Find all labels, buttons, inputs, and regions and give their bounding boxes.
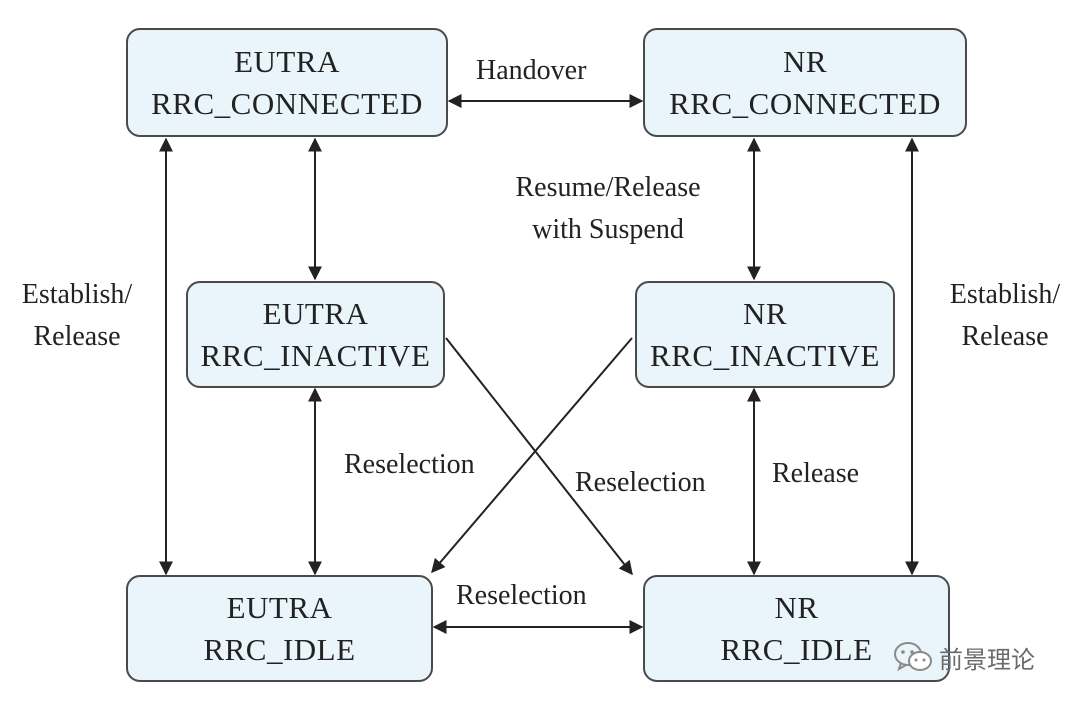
label-handover: Handover: [476, 55, 587, 86]
state-eutra-inactive-line2: RRC_INACTIVE: [200, 337, 431, 373]
state-eutra-connected-line1: EUTRA: [234, 43, 340, 79]
label-resume-release-line2: with Suspend: [532, 214, 684, 245]
state-nr-rrc-idle: NR RRC_IDLE: [643, 575, 950, 682]
state-nr-idle-line1: NR: [774, 589, 819, 625]
state-eutra-idle-line1: EUTRA: [226, 589, 333, 625]
state-nr-connected-line2: RRC_CONNECTED: [669, 85, 941, 121]
state-eutra-rrc-idle: EUTRA RRC_IDLE: [126, 575, 433, 682]
label-establish-right-line1: Establish/: [949, 279, 1061, 310]
label-release-nr: Release: [772, 458, 860, 489]
state-eutra-idle-line2: RRC_IDLE: [203, 631, 356, 667]
label-establish-right-line2: Release: [961, 321, 1049, 352]
label-establish-release-right: Establish/ Release: [930, 274, 1080, 358]
wechat-icon: [894, 642, 932, 672]
label-reselection-cross: Reselection: [575, 467, 706, 498]
label-establish-left-line2: Release: [33, 321, 121, 352]
state-nr-idle-line2: RRC_IDLE: [720, 631, 873, 667]
label-establish-left-line1: Establish/: [21, 279, 133, 310]
state-eutra-inactive-line1: EUTRA: [262, 295, 369, 331]
watermark-text: 前景理论: [939, 645, 1035, 674]
state-nr-rrc-connected: NR RRC_CONNECTED: [643, 28, 967, 137]
state-eutra-rrc-connected: EUTRA RRC_CONNECTED: [126, 28, 448, 137]
state-nr-rrc-inactive: NR RRC_INACTIVE: [635, 281, 895, 388]
label-resume-release: Resume/Release with Suspend: [468, 167, 748, 251]
state-nr-inactive-line1: NR: [742, 295, 788, 331]
state-eutra-rrc-inactive: EUTRA RRC_INACTIVE: [186, 281, 445, 388]
watermark: 前景理论: [893, 635, 1035, 679]
arrow-nr-inactive-to-eutra-idle: [431, 337, 633, 574]
label-reselection-left: Reselection: [344, 449, 475, 480]
arrow-eutra-inactive-to-nr-idle: [445, 337, 633, 576]
label-resume-release-line1: Resume/Release: [515, 172, 701, 203]
label-reselection-idle: Reselection: [456, 580, 587, 611]
label-establish-release-left: Establish/ Release: [0, 274, 154, 358]
state-eutra-connected-line2: RRC_CONNECTED: [151, 85, 423, 121]
state-nr-inactive-line2: RRC_INACTIVE: [650, 337, 880, 373]
state-nr-connected-line1: NR: [782, 43, 828, 79]
